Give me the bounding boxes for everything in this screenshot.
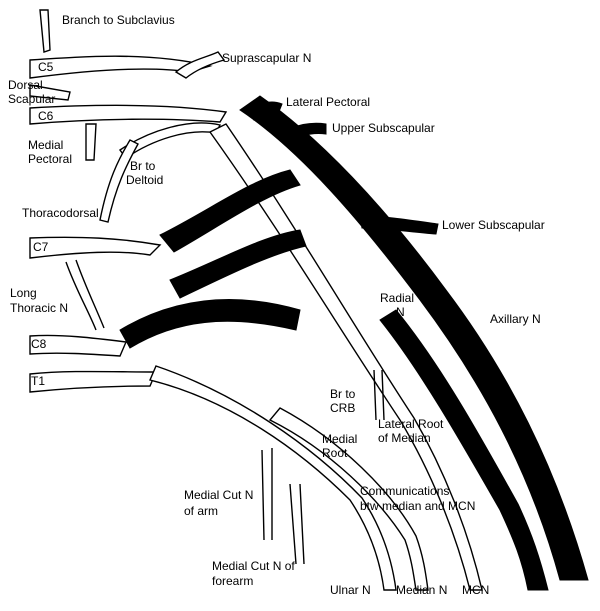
label-long-thoracic-2: Thoracic N — [10, 301, 69, 315]
label-upper-subscapular: Upper Subscapular — [332, 121, 435, 135]
medial-pectoral-nerve — [85, 123, 97, 161]
label-br-deltoid-2: Deltoid — [126, 173, 164, 187]
label-lower-subscapular: Lower Subscapular — [442, 218, 545, 232]
label-medial-cut-forearm-1: Medial Cut N of — [212, 559, 295, 573]
thoracodorsal-nerve — [99, 139, 139, 223]
long-thoracic-nerve — [65, 259, 105, 331]
label-br-crb-2: CRB — [330, 401, 356, 415]
dorsal-scapular-nerve — [29, 84, 71, 101]
lateral-pectoral-nerve — [249, 101, 283, 121]
suprascapular-nerve — [174, 51, 226, 79]
label-radial-1: Radial — [380, 291, 415, 305]
c6-root — [29, 104, 228, 125]
label-branch-to-subclavius: Branch to Subclavius — [62, 13, 175, 27]
radial-nerve — [379, 309, 549, 591]
label-medial-cut-arm-2: of arm — [184, 504, 219, 518]
upper-subscapular-nerve — [279, 122, 327, 145]
label-axillary: Axillary N — [490, 312, 541, 326]
label-radial-2: N — [396, 305, 405, 319]
label-communications-1: Communications — [360, 484, 450, 498]
label-c6: C6 — [38, 109, 54, 123]
label-dorsal-scapular-1: Dorsal — [8, 78, 43, 92]
label-c5: C5 — [38, 60, 54, 74]
label-suprascapular: Suprascapular N — [222, 51, 312, 65]
label-long-thoracic-1: Long — [10, 286, 37, 300]
br-to-deltoid-nerve — [118, 122, 222, 159]
label-mcn: MCN — [462, 583, 490, 597]
lateral-cord — [208, 123, 483, 591]
label-medial-pectoral-2: Pectoral — [28, 152, 73, 166]
label-c7: C7 — [33, 240, 49, 254]
c8-root — [29, 334, 128, 357]
label-dorsal-scapular-2: Scapular — [8, 92, 56, 106]
br-to-crb-nerve — [373, 369, 385, 421]
posterior-divisions — [119, 169, 307, 349]
label-medial-pectoral-1: Medial — [28, 138, 64, 152]
label-t1: T1 — [31, 374, 46, 388]
label-br-deltoid-1: Br to — [130, 159, 156, 173]
label-br-crb-1: Br to — [330, 387, 356, 401]
label-medial-cut-arm-1: Medial Cut N — [184, 488, 254, 502]
label-ulnar: Ulnar N — [330, 583, 371, 597]
label-lateral-root-1: Lateral Root — [378, 417, 444, 431]
posterior-cord — [239, 95, 589, 581]
t1-root — [29, 370, 158, 393]
label-lateral-pectoral: Lateral Pectoral — [286, 95, 371, 109]
subclavius-branch — [39, 9, 51, 53]
c7-root — [29, 236, 162, 259]
label-median: Median N — [396, 583, 448, 597]
medial-cut-forearm-nerve — [289, 483, 305, 565]
lower-subscapular-nerve — [359, 215, 439, 235]
label-thoracodorsal: Thoracodorsal — [22, 206, 99, 220]
label-lateral-root-2: of Median — [378, 431, 431, 445]
label-medial-root-2: Root — [322, 446, 348, 460]
medial-cut-arm-nerve — [261, 448, 273, 541]
label-c8: C8 — [31, 337, 47, 351]
medial-cord — [149, 365, 397, 591]
median-nerve-band — [268, 407, 429, 591]
label-communications-2: btw median and MCN — [360, 499, 476, 513]
label-medial-root-1: Medial — [322, 432, 358, 446]
label-medial-cut-forearm-2: forearm — [212, 574, 254, 588]
